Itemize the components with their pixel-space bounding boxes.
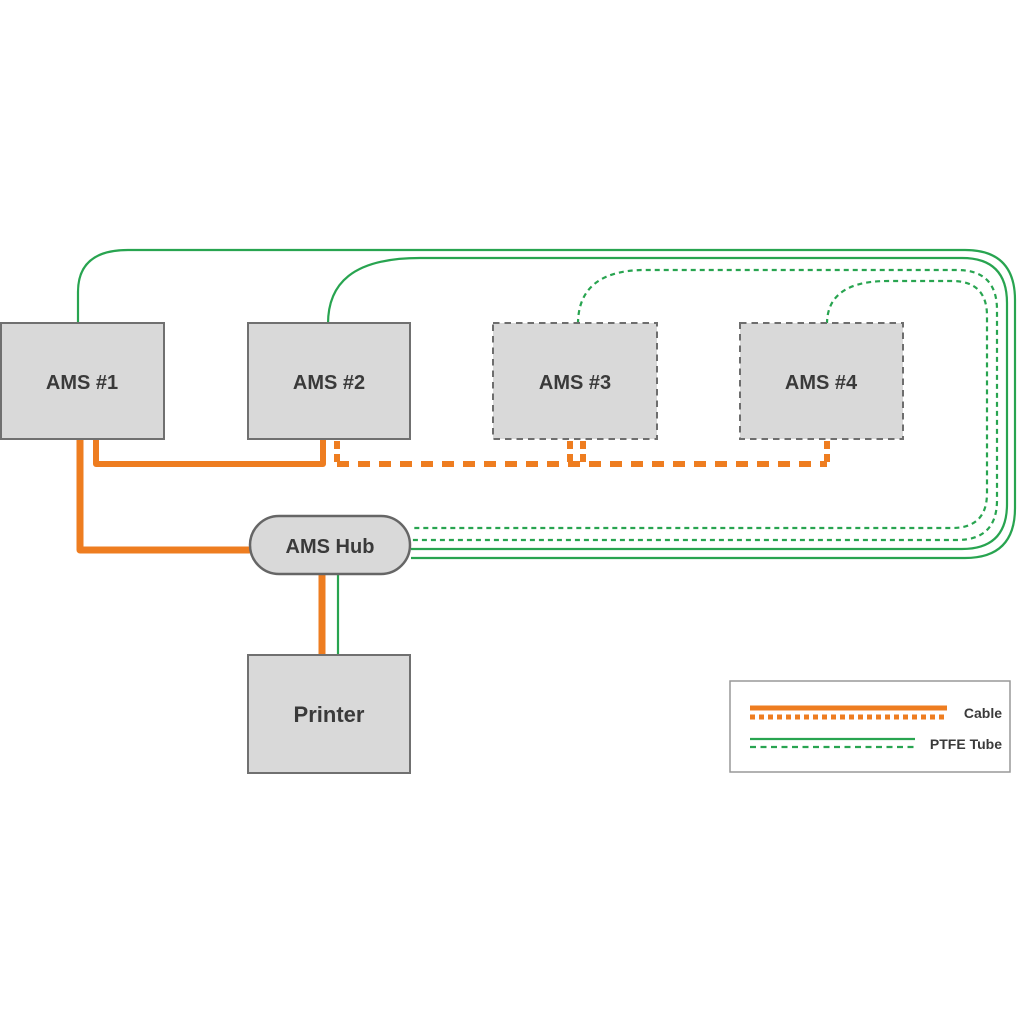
ptfe-tube-lines: [76, 248, 1017, 656]
node-printer-label: Printer: [294, 702, 365, 727]
cable-ams1-to-ams2-line: [93, 438, 326, 467]
node-ams-hub-pill: [248, 514, 412, 576]
node-ams1-box: [0, 322, 165, 440]
ptfe-tube-ams2-to-hub-line: [326, 256, 1009, 551]
ptfe-tube-ams3-to-hub-line-dashed: [411, 268, 999, 542]
node-labels: AMS #1 AMS #2 AMS #3 AMS #4 AMS Hub Prin…: [46, 372, 858, 727]
node-ams4-box: [739, 322, 904, 440]
cable-ams1-to-hub-line: [76, 438, 251, 554]
node-printer-box: [247, 654, 411, 774]
node-ams3-label: AMS #3: [539, 372, 611, 394]
node-ams2-box: [247, 322, 411, 440]
legend-ptfe-label: PTFE Tube: [930, 736, 1002, 752]
ptfe-tube-ams1-to-hub-line: [76, 248, 1017, 560]
legend-cable-label: Cable: [964, 705, 1002, 721]
node-ams3-box: [492, 322, 658, 440]
ptfe-tube-ams4-to-hub-line-dashed: [411, 279, 989, 530]
nodes: [0, 322, 904, 774]
node-ams-hub-label: AMS Hub: [286, 536, 375, 558]
legend: Cable PTFE Tube: [729, 680, 1011, 773]
cable-lines: [76, 438, 830, 656]
node-ams4-label: AMS #4: [785, 372, 858, 394]
node-ams2-label: AMS #2: [293, 372, 365, 394]
legend-box: [729, 680, 1011, 773]
node-ams1-label: AMS #1: [46, 372, 118, 394]
